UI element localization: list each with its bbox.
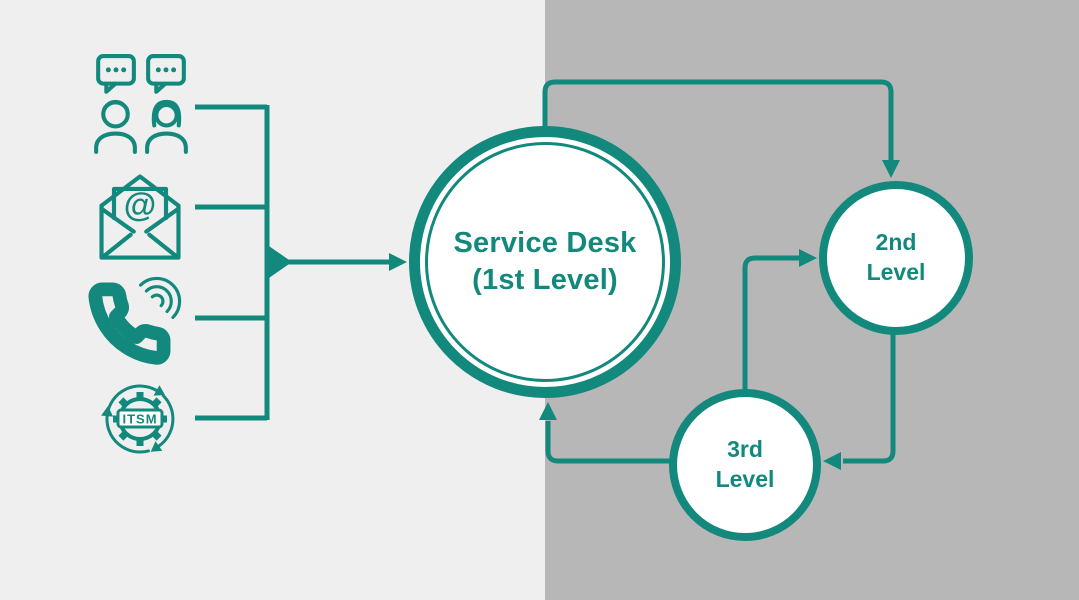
third-level-node: 3rd Level <box>669 389 821 541</box>
circular-arrows <box>101 384 175 454</box>
arrow-3rd-level-to-servicedesk <box>539 402 672 464</box>
third-level-line1: 3rd <box>727 436 763 463</box>
second-level-node: 2nd Level <box>819 181 973 335</box>
second-level-line1: 2nd <box>875 229 917 256</box>
arrowhead-into-servicedesk <box>389 253 407 271</box>
people-chat-icon <box>90 52 192 156</box>
service-desk-line2: (1st Level) <box>472 264 618 296</box>
arrow-2nd-level-to-3rd-level <box>823 330 896 470</box>
second-level-line2: Level <box>866 259 926 285</box>
arrow-servicedesk-to-2nd-level <box>542 79 900 178</box>
at-glyph: @ <box>124 187 156 224</box>
sound-waves <box>138 276 182 320</box>
phone-call-icon <box>86 272 190 368</box>
channel-connectors <box>195 104 407 421</box>
arrow-3rd-level-to-2nd-level <box>742 249 817 391</box>
email-at-icon: @ <box>88 166 192 266</box>
service-desk-line1: Service Desk <box>453 226 637 259</box>
itsm-gear-icon: ITSM <box>90 366 190 466</box>
third-level-line2: Level <box>715 466 775 492</box>
itsm-label: ITSM <box>122 412 157 427</box>
service-desk-node: Service Desk (1st Level) <box>409 126 681 398</box>
merge-triangle <box>266 244 292 280</box>
